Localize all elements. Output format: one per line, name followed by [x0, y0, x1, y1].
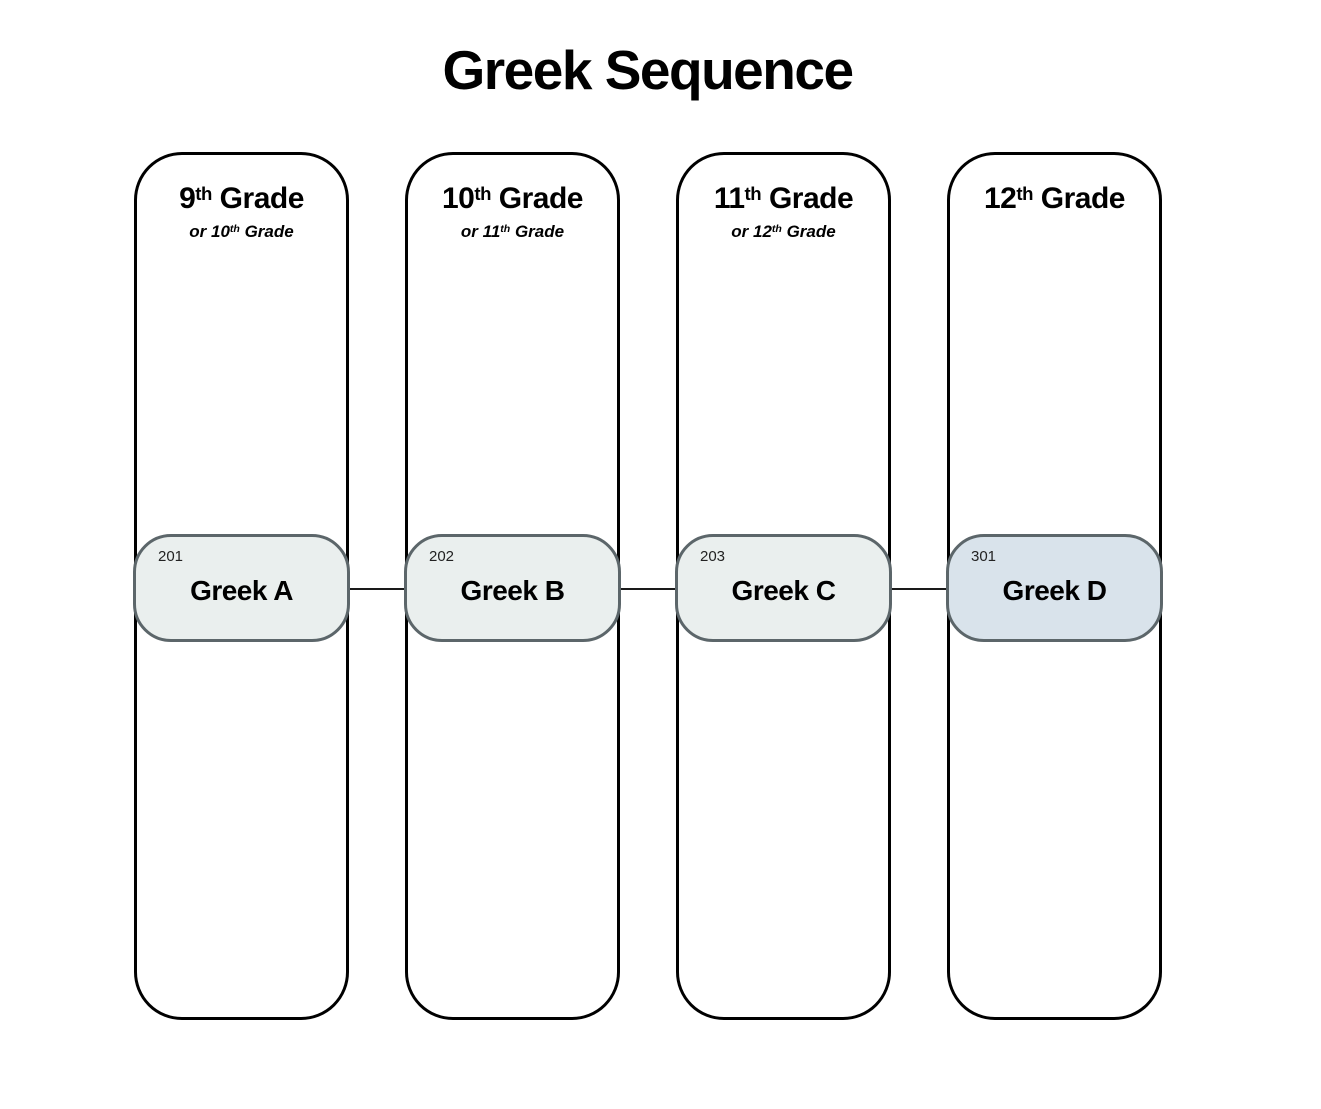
- grade-header: 10th Grade or 11th Grade: [408, 155, 617, 242]
- grade-subtitle: or 10th Grade: [189, 222, 294, 241]
- course-name: Greek C: [731, 575, 836, 606]
- course-box-greek-c: 203 Greek C: [675, 534, 892, 642]
- sequence-connector-line: [240, 588, 1055, 590]
- grade-subtitle: or 11th Grade: [460, 222, 565, 241]
- course-name: Greek A: [190, 575, 293, 606]
- grade-subtitle: [950, 222, 1159, 242]
- course-box-greek-a: 201 Greek A: [133, 534, 350, 642]
- grade-header: 11th Grade or 12th Grade: [679, 155, 888, 242]
- grade-subtitle: or 12th Grade: [731, 222, 836, 241]
- grade-title: 12th Grade: [984, 182, 1125, 215]
- grade-title: 10th Grade: [442, 182, 583, 215]
- ordinal-superscript: th: [195, 182, 212, 204]
- ordinal-superscript: th: [744, 182, 762, 204]
- course-box-greek-b: 202 Greek B: [404, 534, 621, 642]
- ordinal-superscript: th: [474, 182, 491, 204]
- grade-title: 11th Grade: [713, 182, 854, 215]
- grade-header: 12th Grade: [950, 155, 1159, 242]
- ordinal-superscript: th: [771, 223, 782, 236]
- course-number: 203: [700, 548, 726, 565]
- course-name: Greek B: [460, 575, 565, 606]
- ordinal-superscript: th: [1016, 182, 1033, 204]
- diagram-title: Greek Sequence: [442, 39, 854, 101]
- course-number: 202: [429, 548, 455, 565]
- course-number: 201: [158, 548, 184, 565]
- course-number: 301: [971, 548, 997, 565]
- grade-header: 9th Grade or 10th Grade: [137, 155, 346, 242]
- ordinal-superscript: th: [229, 223, 240, 236]
- ordinal-superscript: th: [500, 223, 511, 236]
- grade-title: 9th Grade: [179, 182, 304, 215]
- course-name: Greek D: [1002, 575, 1107, 606]
- course-box-greek-d: 301 Greek D: [946, 534, 1163, 642]
